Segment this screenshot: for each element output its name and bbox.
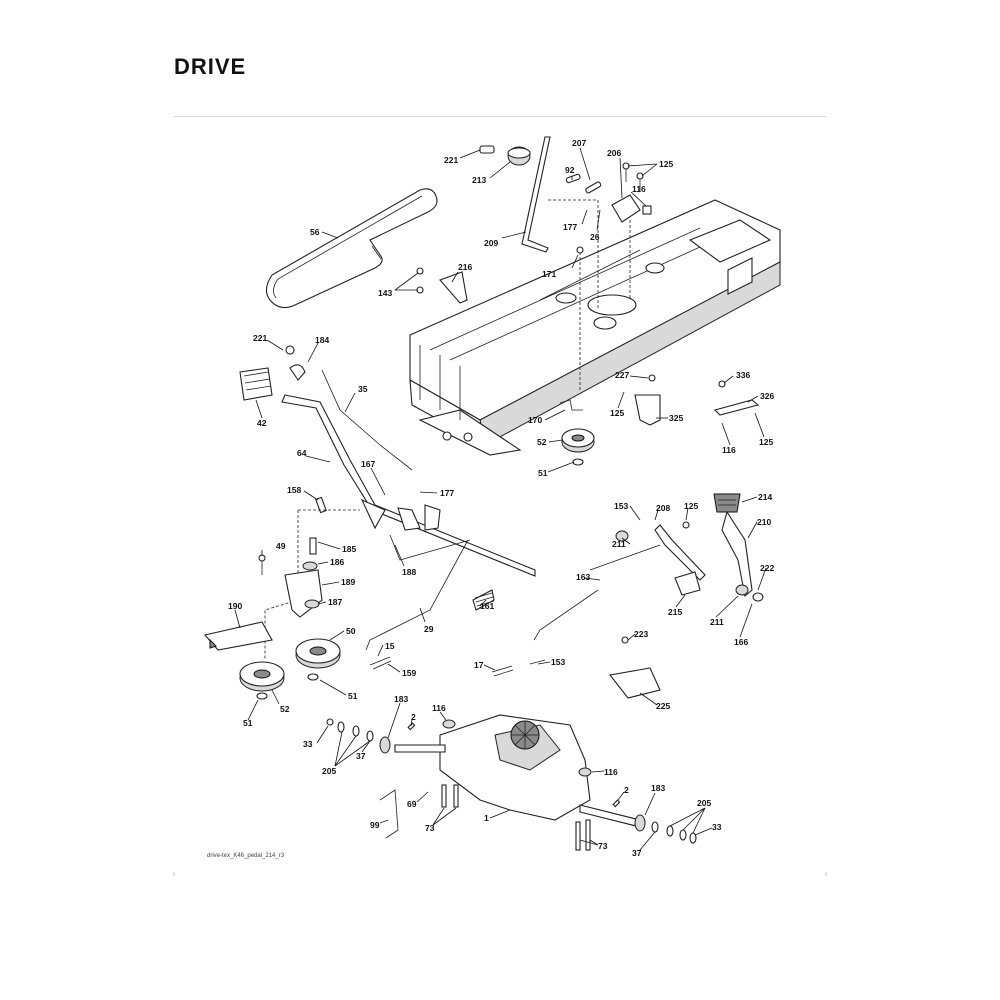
pulleys: [239, 399, 595, 700]
part-label: 167: [361, 459, 375, 469]
part-label: 336: [736, 370, 750, 380]
part-label: 143: [378, 288, 392, 298]
part-label: 51: [243, 718, 253, 728]
part-label: 166: [734, 637, 748, 647]
part-label: 17: [474, 660, 484, 670]
part-label: 116: [432, 703, 446, 713]
part-label: 171: [542, 269, 556, 279]
part-label: 183: [651, 783, 665, 793]
part-label: 125: [759, 437, 773, 447]
small-springs: [369, 656, 546, 677]
transaxle: [326, 714, 697, 851]
frame-assembly: [409, 199, 781, 456]
part-label: 205: [697, 798, 711, 808]
part-label: 210: [757, 517, 771, 527]
part-label: 223: [634, 629, 648, 639]
part-label: 221: [253, 333, 267, 343]
part-label: 125: [684, 501, 698, 511]
part-label: 52: [537, 437, 547, 447]
part-label: 216: [458, 262, 472, 272]
part-label: 189: [341, 577, 355, 587]
part-label: 51: [538, 468, 548, 478]
part-label: 33: [303, 739, 313, 749]
figure-caption: drive-tex_K46_pedal_214_r3: [207, 853, 285, 859]
part-label: 188: [402, 567, 416, 577]
part-label: 73: [598, 841, 608, 851]
part-label: 325: [669, 413, 683, 423]
part-label: 73: [425, 823, 435, 833]
part-label: 15: [385, 641, 395, 651]
part-label: 186: [330, 557, 344, 567]
part-label: 209: [484, 238, 498, 248]
part-label: 52: [280, 704, 290, 714]
part-label: 170: [528, 415, 542, 425]
part-label: 37: [632, 848, 642, 858]
part-label: 2: [624, 785, 629, 795]
right-brackets: [634, 374, 760, 426]
part-label: 69: [407, 799, 417, 809]
part-label: 161: [480, 601, 494, 611]
part-label: 190: [228, 601, 242, 611]
part-label: 163: [576, 572, 590, 582]
part-labels: 221 213 209 207 206 125 92 116 177 26 17…: [228, 138, 774, 858]
part-label: 153: [614, 501, 628, 511]
part-label: 221: [444, 155, 458, 165]
part-label: 42: [257, 418, 267, 428]
part-label: 211: [612, 539, 626, 549]
part-label: 125: [610, 408, 624, 418]
part-label: 184: [315, 335, 329, 345]
part-label: 50: [346, 626, 356, 636]
drive-belt: [265, 188, 438, 309]
idler-bracket: [203, 537, 323, 651]
part-label: 92: [565, 165, 575, 175]
part-label: 177: [563, 222, 577, 232]
part-label: 206: [607, 148, 621, 158]
part-label: 158: [287, 485, 301, 495]
pedal-assembly: [533, 493, 764, 699]
part-label: 49: [276, 541, 286, 551]
part-label: 37: [356, 751, 366, 761]
part-label: 183: [394, 694, 408, 704]
part-label: 153: [551, 657, 565, 667]
part-label: 64: [297, 448, 307, 458]
part-label: 227: [615, 370, 629, 380]
page-title: DRIVE: [174, 54, 247, 79]
part-label: 326: [760, 391, 774, 401]
part-label: 1: [484, 813, 489, 823]
part-label: 51: [348, 691, 358, 701]
part-label: 99: [370, 820, 380, 830]
part-label: 187: [328, 597, 342, 607]
lever-rods: [239, 345, 536, 660]
part-label: 214: [758, 492, 772, 502]
part-label: 225: [656, 701, 670, 711]
part-label: 208: [656, 503, 670, 513]
part-label: 211: [710, 617, 724, 627]
part-label: 213: [472, 175, 486, 185]
part-label: 116: [604, 767, 618, 777]
part-label: 185: [342, 544, 356, 554]
part-label: 159: [402, 668, 416, 678]
part-label: 215: [668, 607, 682, 617]
part-label: 35: [358, 384, 368, 394]
part-label: 116: [632, 184, 646, 194]
leader-lines: [234, 147, 767, 851]
part-label: 205: [322, 766, 336, 776]
part-label: 207: [572, 138, 586, 148]
part-label: 222: [760, 563, 774, 573]
title-divider: [174, 116, 826, 117]
part-label: 177: [440, 488, 454, 498]
part-label: 2: [411, 712, 416, 722]
upper-control-parts: [416, 136, 652, 392]
part-label: 56: [310, 227, 320, 237]
part-label: 33: [712, 822, 722, 832]
part-label: 125: [659, 159, 673, 169]
part-label: 116: [722, 445, 736, 455]
part-label: 29: [424, 624, 434, 634]
part-label: 26: [590, 232, 600, 242]
